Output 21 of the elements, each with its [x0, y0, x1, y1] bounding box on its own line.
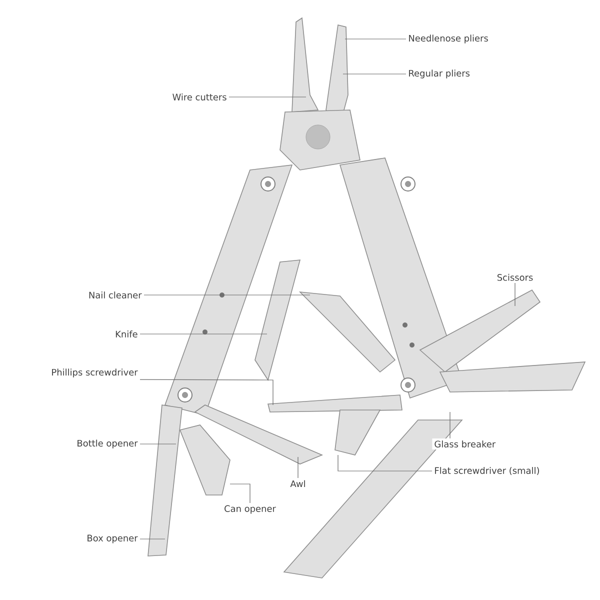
part-label: Awl	[288, 478, 308, 490]
leader-line	[140, 379, 274, 406]
part-label: Knife	[113, 328, 140, 340]
leader-line	[514, 282, 516, 306]
part-label: Regular pliers	[406, 68, 472, 80]
leader-line	[140, 538, 166, 540]
part-label: Can opener	[222, 503, 278, 516]
leader-line	[228, 96, 306, 98]
part-label: Nail cleaner	[86, 290, 144, 300]
leader-line	[230, 484, 250, 504]
part-label: Needlenose pliers	[406, 32, 490, 46]
part-label: Box opener	[84, 532, 140, 546]
part-label: Phillips screwdriver	[49, 366, 140, 380]
leader-line	[338, 454, 432, 472]
leader-line	[344, 38, 406, 40]
part-label: Flat screwdriver (small)	[432, 465, 542, 477]
leader-line	[144, 294, 310, 296]
part-label: Glass breaker	[432, 438, 498, 450]
part-label: Scissors	[494, 272, 536, 283]
part-label: Bottle opener	[74, 438, 140, 450]
part-label: Wire cutters	[170, 92, 229, 102]
